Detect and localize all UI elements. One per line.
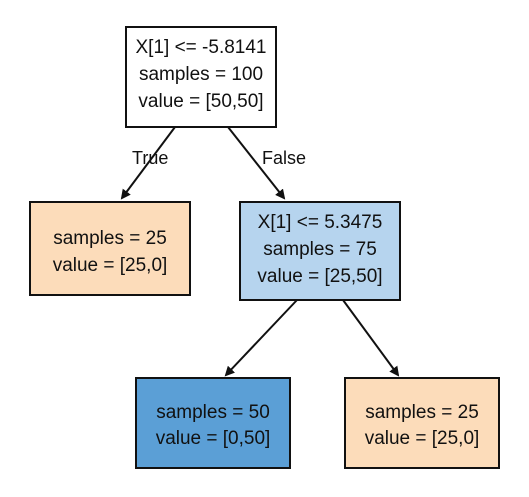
node-right-samples: samples = 75 [263, 239, 377, 260]
node-left: samples = 25 value = [25,0] [29, 201, 191, 296]
node-right-left: samples = 50 value = [0,50] [135, 377, 291, 469]
node-right-left-value: value = [0,50] [156, 428, 271, 449]
node-root: X[1] <= -5.8141 samples = 100 value = [5… [125, 26, 277, 128]
node-root-box [125, 26, 277, 128]
edges [120, 126, 400, 377]
node-left-samples: samples = 25 [53, 228, 167, 249]
edge-right-to-right-right [342, 299, 400, 377]
node-right-right-value: value = [25,0] [365, 428, 480, 449]
node-root-value: value = [50,50] [138, 91, 263, 112]
edge-root-to-right [227, 126, 286, 200]
false-edge-label: False [262, 148, 306, 168]
edge-right-to-right-left [224, 299, 298, 377]
node-left-box [29, 201, 191, 296]
node-root-samples: samples = 100 [139, 64, 263, 85]
edge-root-to-left [120, 126, 176, 200]
node-right-box [239, 201, 401, 301]
true-edge-label: True [132, 148, 168, 168]
node-right-right: samples = 25 value = [25,0] [344, 377, 500, 469]
node-root-condition: X[1] <= -5.8141 [136, 37, 267, 58]
node-right-right-box [344, 377, 500, 469]
node-left-value: value = [25,0] [53, 255, 168, 276]
node-right-left-box [135, 377, 291, 469]
node-right-value: value = [25,50] [257, 266, 382, 287]
node-right: X[1] <= 5.3475 samples = 75 value = [25,… [239, 201, 401, 301]
node-right-left-samples: samples = 50 [156, 402, 270, 423]
node-right-right-samples: samples = 25 [365, 402, 479, 423]
node-right-condition: X[1] <= 5.3475 [258, 212, 383, 233]
